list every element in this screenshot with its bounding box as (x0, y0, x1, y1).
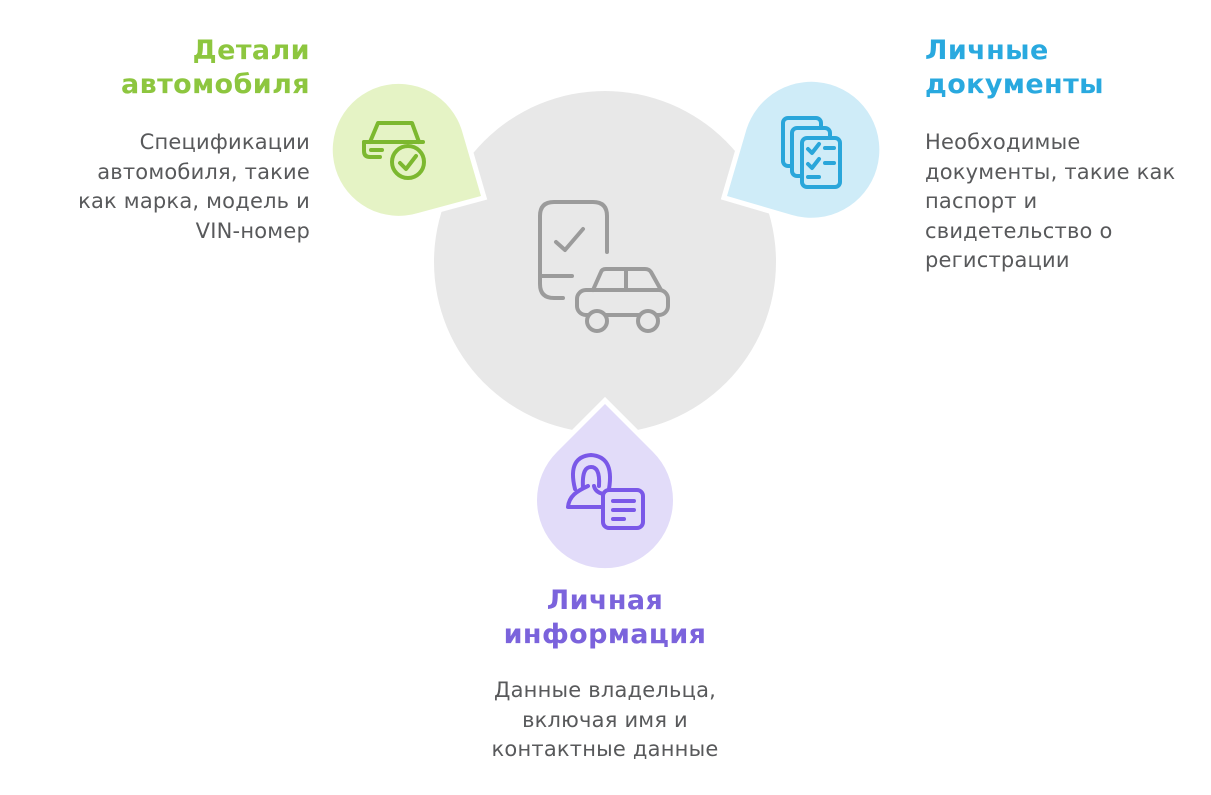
phone-check-car-icon (538, 200, 670, 333)
person-face (580, 465, 602, 490)
section-title: Личная информация (450, 584, 760, 652)
desc-line: Необходимые (925, 130, 1081, 154)
car-wheel (636, 309, 660, 333)
desc-line: свидетельство о (925, 218, 1113, 243)
car-check-icon (362, 121, 426, 180)
section-title: Личные документы (925, 34, 1211, 102)
person-hair (571, 453, 612, 491)
car-roof (368, 121, 421, 144)
check-mark (554, 227, 585, 252)
personal-information-label: Личная информация Данные владельца, вклю… (450, 584, 760, 765)
title-line: автомобиля (120, 69, 310, 100)
check-mark (806, 142, 821, 155)
desc-line: регистрации (925, 248, 1070, 272)
section-description: Необходимые документы, такие как паспорт… (925, 128, 1211, 276)
desc-line: VIN-номер (195, 218, 310, 243)
desc-line: Спецификации (139, 130, 310, 154)
person-document-icon (566, 453, 645, 530)
check-badge-circle (390, 144, 426, 180)
section-description: Спецификации автомобиля, такие как марка… (30, 128, 310, 246)
car-wheel (585, 309, 609, 333)
title-line: документы (925, 69, 1104, 100)
title-line: Личная (546, 585, 664, 616)
documents-icon (781, 116, 842, 189)
desc-line: включая имя и (522, 707, 688, 732)
personal-documents-label: Личные документы Необходимые документы, … (925, 34, 1211, 276)
car-details-label: Детали автомобиля Спецификации автомобил… (30, 34, 310, 246)
desc-line: паспорт и (925, 189, 1038, 213)
desc-line: Данные владельца, (493, 678, 717, 702)
phone-outline (538, 200, 609, 300)
title-line: Личные (925, 35, 1049, 66)
person-shoulders (566, 484, 603, 509)
car-front (362, 140, 382, 159)
personal-information-drop (532, 396, 678, 574)
desc-line: контактные данные (491, 737, 719, 761)
title-line: информация (503, 619, 707, 650)
center-circle (434, 91, 776, 433)
section-description: Данные владельца, включая имя и контактн… (450, 676, 760, 765)
check-mark (398, 154, 418, 171)
title-line: Детали (192, 35, 310, 66)
desc-line: документы, такие как (925, 159, 1176, 184)
section-title: Детали автомобиля (30, 34, 310, 102)
desc-line: автомобиля, такие (97, 159, 310, 184)
desc-line: как марка, модель и (78, 189, 310, 213)
check-mark (806, 157, 821, 170)
car-body (575, 288, 670, 317)
